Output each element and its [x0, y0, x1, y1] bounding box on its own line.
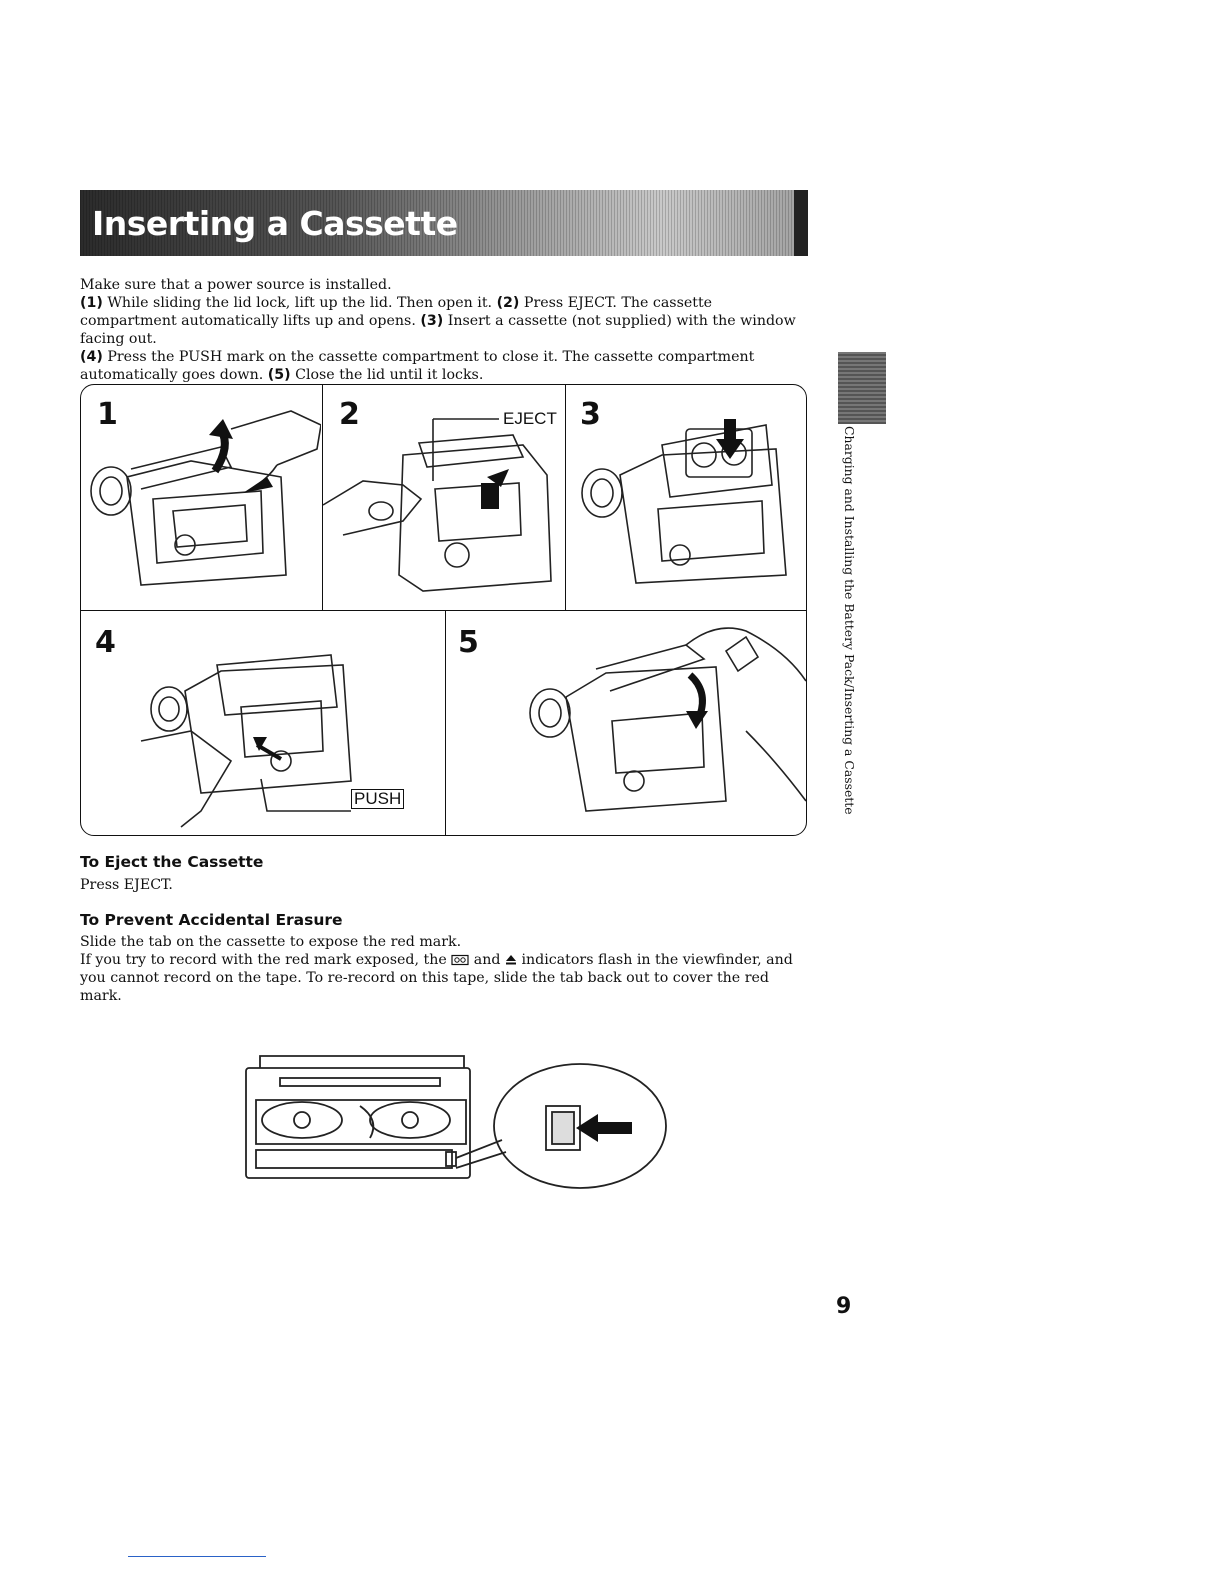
footer-rule: [128, 1556, 266, 1557]
panel-number: 4: [95, 625, 116, 660]
step-marker: (4): [80, 349, 103, 365]
step-marker: (2): [496, 295, 520, 311]
eject-icon: [505, 954, 517, 966]
eject-section-body: Press EJECT.: [80, 877, 173, 893]
panel-step-4: 4 PUSH: [81, 611, 446, 835]
intro-paragraph: Make sure that a power source is install…: [80, 276, 800, 384]
intro-line: Make sure that a power source is install…: [80, 277, 392, 293]
camcorder-close-lid-illustration: [529, 627, 806, 812]
section-tab-marker: [838, 352, 886, 424]
erasure-line-2-start: If you try to record with the red mark e…: [80, 952, 452, 968]
erasure-section-body: Slide the tab on the cassette to expose …: [80, 933, 800, 1005]
camcorder-insert-cassette-illustration: [581, 419, 787, 584]
instruction-figure: 1 2 EJECT: [80, 384, 807, 836]
step-marker: (1): [80, 295, 103, 311]
cassette-icon: [451, 954, 469, 966]
erasure-line-2-middle: and: [469, 952, 505, 968]
push-callout-label: PUSH: [351, 789, 405, 809]
panel-number: 2: [339, 397, 360, 432]
camcorder-eject-illustration: [323, 418, 552, 592]
title-banner: Inserting a Cassette: [80, 190, 808, 256]
step-text: While sliding the lid lock, lift up the …: [102, 295, 497, 311]
camcorder-lid-illustration: [90, 410, 321, 586]
erasure-line-2-end: indicators flash in the viewfinder, and …: [80, 952, 793, 1004]
panel-step-5: 5: [446, 611, 806, 835]
eject-section-heading: To Eject the Cassette: [80, 853, 264, 871]
camcorder-push-illustration: [140, 654, 352, 828]
step-text: Press the PUSH mark on the cassette comp…: [80, 349, 755, 383]
step-marker: (3): [420, 313, 444, 329]
step-marker: (5): [267, 367, 291, 383]
step-text: Insert a cassette (not supplied) with th…: [80, 313, 796, 347]
erasure-line-1: Slide the tab on the cassette to expose …: [80, 934, 462, 950]
erasure-section-heading: To Prevent Accidental Erasure: [80, 911, 343, 929]
step-text: Press EJECT. The cassette compartment au…: [80, 295, 713, 329]
panel-step-3: 3: [566, 385, 806, 611]
banner-end-bar: [794, 190, 808, 256]
panel-step-2: 2 EJECT: [323, 385, 566, 611]
page-title: Inserting a Cassette: [92, 204, 458, 243]
panel-number: 1: [97, 397, 118, 432]
page-number: 9: [836, 1294, 852, 1319]
panel-number: 3: [580, 397, 601, 432]
section-side-label: Charging and Installing the Battery Pack…: [842, 426, 857, 815]
eject-callout-label: EJECT: [503, 409, 557, 428]
panel-step-1: 1: [81, 385, 323, 611]
panel-number: 5: [458, 625, 479, 660]
cassette-tab-illustration: [245, 1055, 667, 1189]
step-text: Close the lid until it locks.: [290, 367, 484, 383]
